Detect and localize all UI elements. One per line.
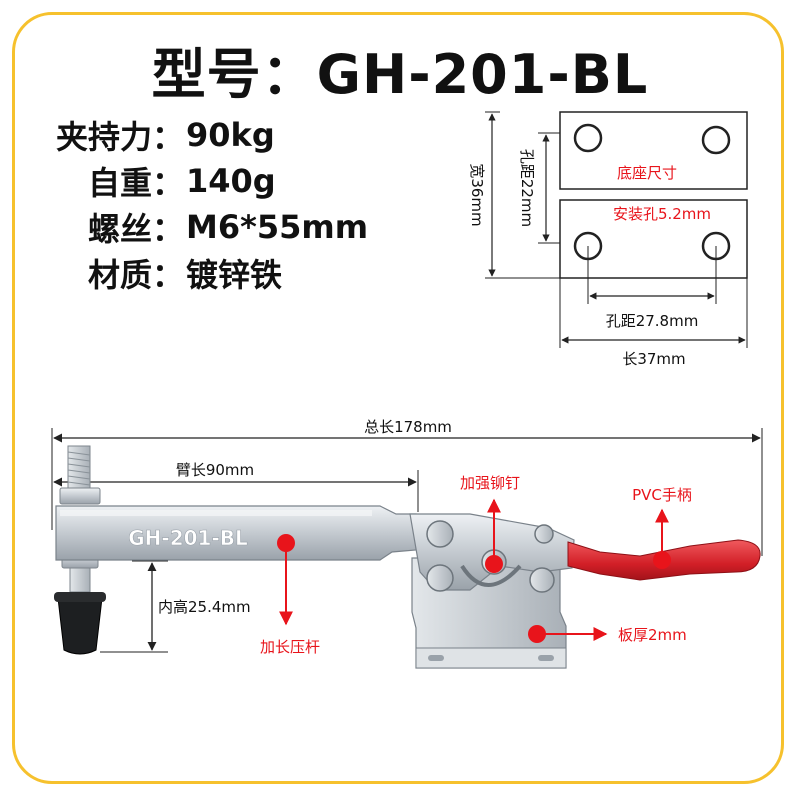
page-frame (12, 12, 784, 784)
spec-value: M6*55mm (186, 208, 369, 246)
base-size-label: 底座尺寸 (617, 164, 677, 182)
rubber-tip (57, 597, 103, 655)
mount-hole-label: 安装孔5.2mm (613, 205, 711, 223)
arm-length-label: 臂长90mm (176, 461, 254, 479)
callout-bar-dot (277, 534, 295, 552)
spec-label: 自重： (87, 164, 184, 202)
callout-plate-dot (528, 625, 546, 643)
callout-rivet-label: 加强铆钉 (460, 474, 520, 492)
callout-handle-label: PVC手柄 (632, 486, 692, 504)
hole-spacing-h-label: 孔距27.8mm (606, 312, 699, 330)
callout-bar-label: 加长压杆 (260, 638, 320, 656)
spec-row-material: 材质： 镀锌铁 (52, 250, 368, 296)
spec-row-weight: 自重： 140g (52, 158, 368, 204)
total-length-label: 总长178mm (364, 418, 452, 436)
rivet-icon (426, 520, 555, 593)
spec-label: 螺丝： (87, 210, 184, 248)
page-title: 型号：GH-201-BL (151, 43, 649, 106)
width-label: 宽36mm (468, 163, 486, 226)
hole-icon (573, 123, 603, 153)
hole-icon (701, 125, 731, 155)
spec-label: 夹持力： (55, 118, 184, 156)
spec-value: 140g (186, 162, 276, 200)
callout-handle-dot (653, 551, 671, 569)
spec-value: 镀锌铁 (186, 256, 283, 294)
callout-plate-label: 板厚2mm (618, 626, 687, 644)
arm-model-text: GH-201-BL (128, 526, 248, 550)
rubber-tip-cap (54, 592, 106, 602)
spec-value: 90kg (186, 116, 275, 154)
inner-height-label: 内高25.4mm (158, 598, 251, 616)
length-label: 长37mm (622, 350, 685, 368)
spec-row-force: 夹持力： 90kg (52, 112, 368, 158)
hole-spacing-v-label: 孔距22mm (518, 149, 536, 227)
spec-list: 夹持力： 90kg 自重： 140g 螺丝： M6*55mm 材质： 镀锌铁 (52, 112, 368, 296)
spec-label: 材质： (87, 256, 184, 294)
spec-row-screw: 螺丝： M6*55mm (52, 204, 368, 250)
callout-rivet-dot (485, 555, 503, 573)
